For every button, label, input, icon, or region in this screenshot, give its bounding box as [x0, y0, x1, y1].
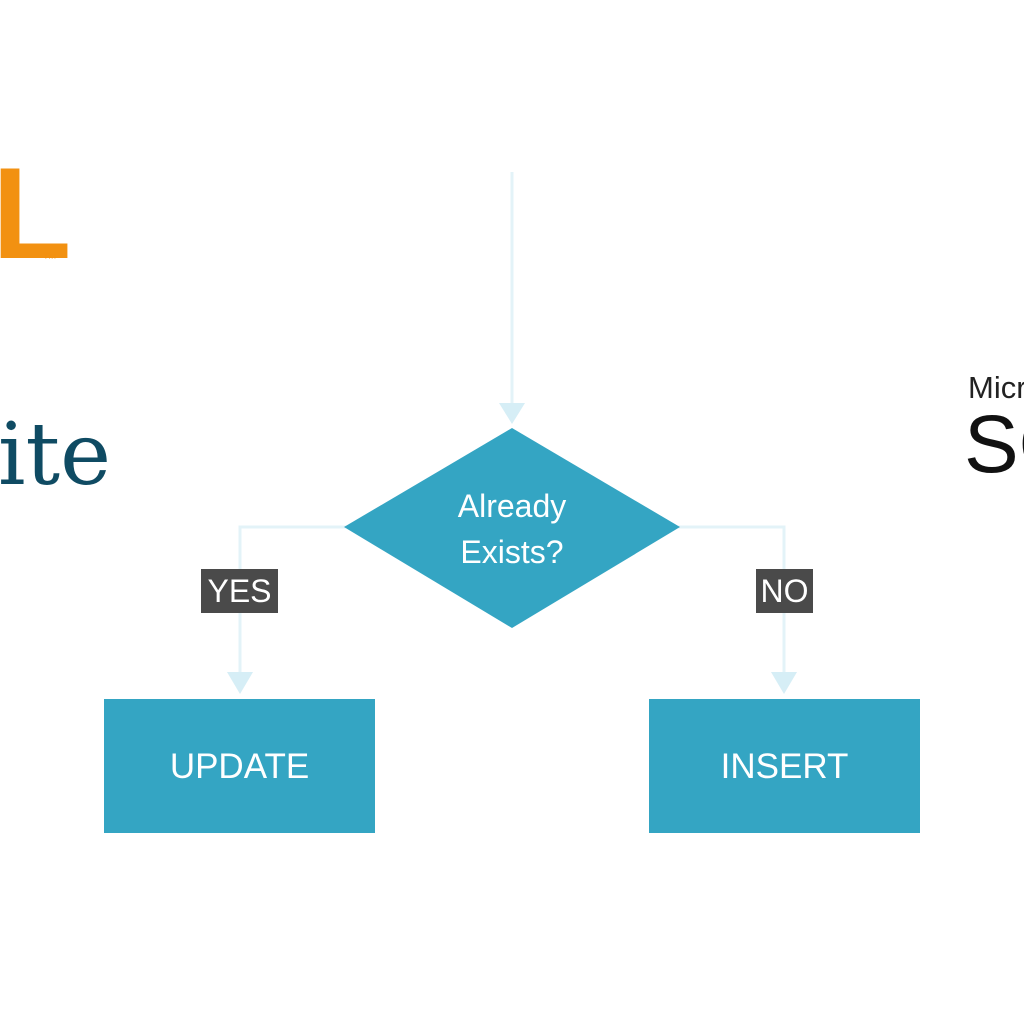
- arrowhead-yes: [227, 672, 253, 694]
- connector-no: [678, 525, 786, 672]
- insert-box: [649, 699, 920, 833]
- yes-label-box: [201, 569, 278, 613]
- connector-yes: [238, 525, 346, 672]
- arrowhead-top: [499, 403, 525, 424]
- decision-diamond: [344, 428, 680, 628]
- update-box: [104, 699, 375, 833]
- mysql-trademark: ™: [42, 250, 57, 267]
- no-label: NO: [761, 573, 809, 609]
- sqlite-logo-fragment: ite: [0, 405, 111, 505]
- mssql-logo-big-fragment: SQ: [964, 399, 1024, 490]
- yes-label: YES: [207, 573, 271, 609]
- mysql-logo-fragment: L: [0, 140, 72, 286]
- decision-text-line2: Exists?: [460, 534, 563, 570]
- update-label: UPDATE: [170, 747, 309, 786]
- decision-text-line1: Already: [458, 488, 567, 524]
- insert-label: INSERT: [721, 747, 849, 786]
- no-label-box: [756, 569, 813, 613]
- mssql-logo-small-fragment: Micr: [968, 370, 1024, 405]
- arrowhead-no: [771, 672, 797, 694]
